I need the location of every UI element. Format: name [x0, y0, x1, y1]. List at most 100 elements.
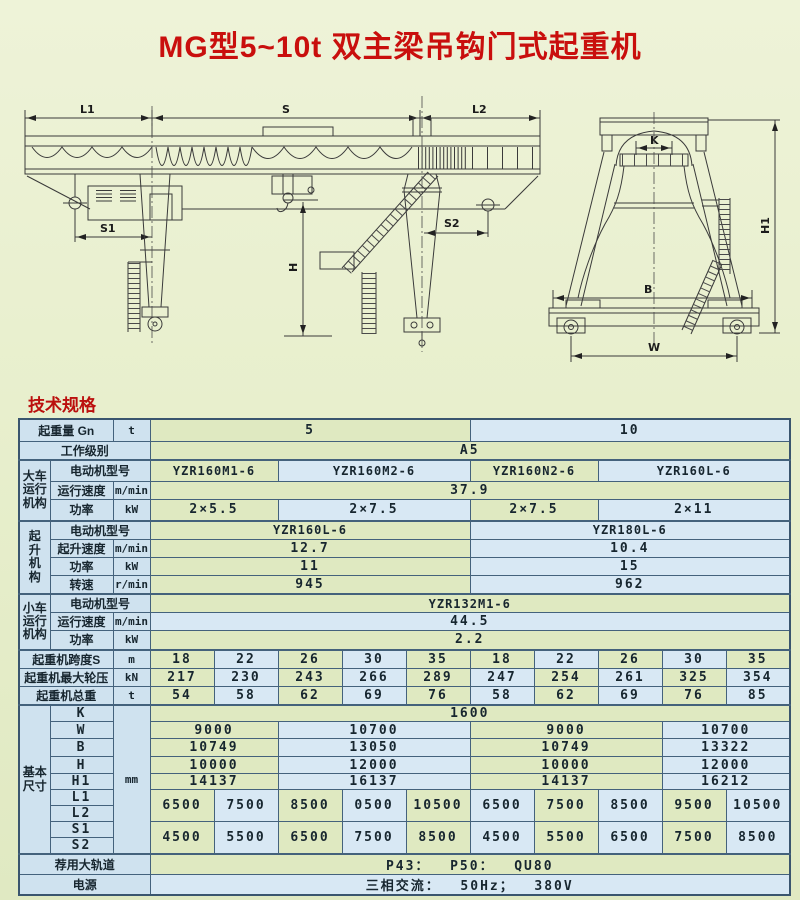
value: 7500 [341, 821, 407, 855]
value: 10500 [405, 789, 471, 822]
value: 44.5 [149, 612, 791, 631]
unit-cell: t [112, 418, 151, 442]
value: 13322 [661, 738, 791, 757]
row-label-power: 功率 [49, 557, 114, 576]
value: 62 [277, 686, 343, 706]
value: YZR160L-6 [149, 519, 471, 540]
rail-value: P43： P50： QU80 [149, 853, 791, 875]
capacity-5: 5 [149, 418, 471, 442]
row-label-hoist-speed: 起升速度 [49, 539, 114, 558]
row-label-travel-speed: 运行速度 [49, 481, 114, 500]
value: 69 [341, 686, 407, 706]
row-label-duty-class: 工作级别 [18, 440, 151, 460]
value: 945 [149, 575, 471, 595]
row-label-motor-model: 电动机型号 [49, 519, 151, 540]
value: 962 [469, 575, 791, 595]
value: 247 [469, 668, 535, 687]
dim-S2: S2 [444, 217, 460, 230]
value: 26 [597, 648, 663, 669]
row-label-max-wheel-load: 起重机最大轮压 [18, 668, 114, 687]
row-label-total-weight: 起重机总重 [18, 686, 114, 706]
row-label-travel-speed: 运行速度 [49, 612, 114, 631]
value: 14137 [469, 773, 663, 790]
value: 16137 [277, 773, 471, 790]
unit-cell: kW [112, 499, 151, 521]
value: 18 [469, 648, 535, 669]
value: 2.2 [149, 630, 791, 650]
value: 58 [213, 686, 279, 706]
row-label-S2: S2 [49, 837, 114, 855]
value: YZR160L-6 [597, 458, 791, 482]
unit-cell: t [112, 686, 151, 706]
value: 354 [725, 668, 791, 687]
dim-L1: L1 [80, 103, 95, 116]
row-label-K: K [49, 704, 114, 722]
end-view: K B [548, 112, 780, 362]
value: 35 [405, 648, 471, 669]
page-title: MG型5~10t 双主梁吊钩门式起重机 [158, 31, 642, 64]
value: 4500 [469, 821, 535, 855]
value: 5500 [213, 821, 279, 855]
value: 12000 [661, 756, 791, 774]
unit-cell: m/min [112, 612, 151, 631]
row-label-capacity: 起重量 Gn [18, 418, 114, 442]
value: 289 [405, 668, 471, 687]
value: YZR132M1-6 [149, 593, 791, 613]
value: 8500 [725, 821, 791, 855]
table-row: 电源三相交流： 50Hz； 380V [18, 874, 791, 896]
value: 217 [149, 668, 215, 687]
dim-B: B [644, 283, 652, 296]
value: 0500 [341, 789, 407, 822]
value: 85 [725, 686, 791, 706]
value: 10700 [277, 721, 471, 739]
table-row: S2 [19, 837, 790, 855]
value: 54 [149, 686, 215, 706]
unit-cell: kN [112, 668, 151, 687]
row-label-S1: S1 [49, 821, 114, 838]
value: YZR160M1-6 [149, 458, 279, 482]
value: 10500 [725, 789, 791, 822]
value: 2×7.5 [277, 499, 471, 521]
unit-cell: mm [112, 704, 151, 855]
value: 8500 [597, 789, 663, 822]
spec-heading: 技术规格 [28, 396, 96, 415]
value: 37.9 [149, 481, 791, 500]
value: 76 [661, 686, 727, 706]
value: 266 [341, 668, 407, 687]
unit-cell: m [112, 648, 151, 669]
unit-cell: kW [112, 557, 151, 576]
value: 10700 [661, 721, 791, 739]
row-label-L1: L1 [49, 789, 114, 806]
value: 10000 [469, 756, 663, 774]
value: 2×5.5 [149, 499, 279, 521]
value: 2×7.5 [469, 499, 599, 521]
value: 16212 [661, 773, 791, 790]
value: 35 [725, 648, 791, 669]
value: 13050 [277, 738, 471, 757]
value: 9000 [149, 721, 279, 739]
dim-K: K [650, 134, 659, 147]
value: 10.4 [469, 539, 791, 558]
value: 1600 [149, 704, 791, 722]
value: 12000 [277, 756, 471, 774]
dim-H1: H1 [759, 217, 772, 234]
group-hoisting: 起 升 机 构 [18, 519, 51, 595]
row-label-recommended-rail: 荐用大轨道 [18, 853, 151, 875]
